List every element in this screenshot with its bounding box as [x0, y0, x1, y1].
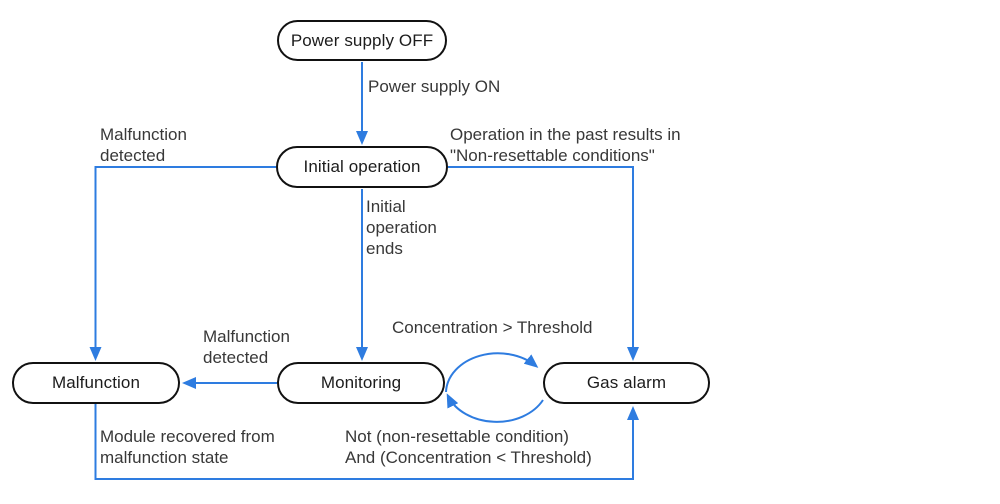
- label-line: detected: [203, 348, 269, 367]
- label-line: Concentration > Threshold: [392, 318, 593, 337]
- transition-label-initial-operation-ends: Initial operation ends: [366, 196, 437, 259]
- transition-label-malfunction-detected-upper: Malfunction detected: [100, 124, 187, 166]
- transition-label-module-recovered: Module recovered from malfunction state: [100, 426, 275, 468]
- label-line: "Non-resettable conditions": [450, 146, 655, 165]
- transition-label-alarm-reset-condition: Not (non-resettable condition) And (Conc…: [345, 426, 592, 468]
- edge-malfunction-recovered-arrow: [94, 404, 639, 480]
- label-line: malfunction state: [100, 448, 229, 467]
- label-line: operation: [366, 218, 437, 237]
- label-line: Malfunction: [203, 327, 290, 346]
- edge-gas-alarm-to-monitoring-arc: [446, 393, 544, 423]
- label-line: Operation in the past results in: [450, 125, 681, 144]
- transition-label-concentration-above-threshold: Concentration > Threshold: [392, 317, 593, 338]
- transition-label-power-supply-on: Power supply ON: [368, 76, 500, 97]
- edge-initial-to-malfunction-arrow: [89, 166, 276, 361]
- label-line: Module recovered from: [100, 427, 275, 446]
- label-line: Power supply ON: [368, 77, 501, 96]
- label-line: Not (non-resettable condition): [345, 427, 569, 446]
- state-power-supply-off: Power supply OFF: [277, 20, 447, 61]
- state-gas-alarm: Gas alarm: [543, 362, 710, 404]
- state-malfunction: Malfunction: [12, 362, 180, 404]
- label-line: ends: [366, 239, 403, 258]
- edge-initial-to-gas-alarm-arrow: [448, 166, 639, 361]
- label-line: detected: [100, 146, 166, 165]
- edge-monitoring-to-gas-alarm-arc: [445, 352, 539, 393]
- label-line: Initial: [366, 197, 406, 216]
- label-line: And (Concentration < Threshold): [345, 448, 592, 467]
- state-monitoring: Monitoring: [277, 362, 445, 404]
- state-initial-operation: Initial operation: [276, 146, 448, 188]
- label-line: Malfunction: [100, 125, 187, 144]
- transition-label-non-resettable-past: Operation in the past results in "Non-re…: [450, 124, 681, 166]
- transition-label-malfunction-detected-mid: Malfunction detected: [203, 326, 290, 368]
